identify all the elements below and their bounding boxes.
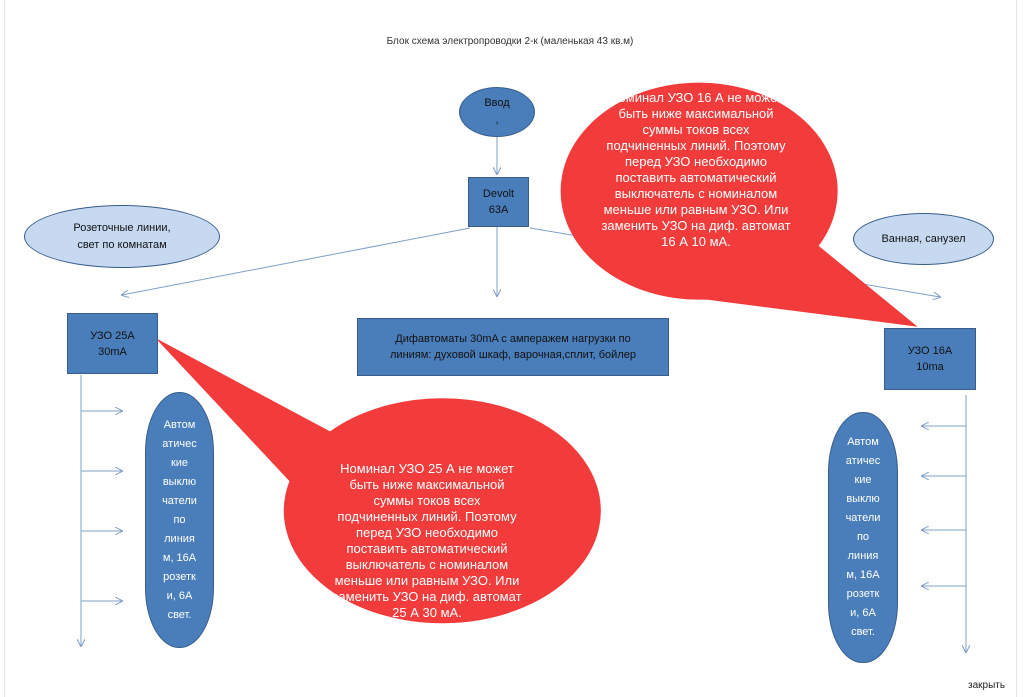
arrow-breaker-to-left [122,227,471,295]
callout-top-text: Номинал УЗО 16 А не может быть ниже макс… [601,90,791,249]
page-border-left [4,0,5,697]
socket-lines-node: Розеточные линии, свет по комнатам [24,205,220,268]
callout-bottom-text: Номинал УЗО 25 А не может быть ниже макс… [332,461,522,620]
breakers-right-node: Автом атичес кие выклю чатели по линия м… [828,412,898,663]
breakers-left-node: Автом атичес кие выклю чатели по линия м… [145,392,214,648]
callout-bottom-bubble [157,339,601,624]
close-link[interactable]: закрыть [968,680,1006,691]
diagram-title: Блок схема электропроводки 2-к (маленька… [386,36,634,47]
rcd-right-node: УЗО 16А 10ma [884,328,976,390]
page-border-right [1016,0,1017,697]
diff-breakers-node: Дифавтоматы 30mA с амперажем нагрузки по… [357,318,669,376]
rcd-left-node: УЗО 25А 30mA [67,313,158,374]
main-breaker-node: Devolt 63А [468,177,529,227]
input-node: Ввод , [459,87,535,137]
callout-top-bubble [560,82,918,327]
bathroom-node: Ванная, санузел [853,213,994,265]
